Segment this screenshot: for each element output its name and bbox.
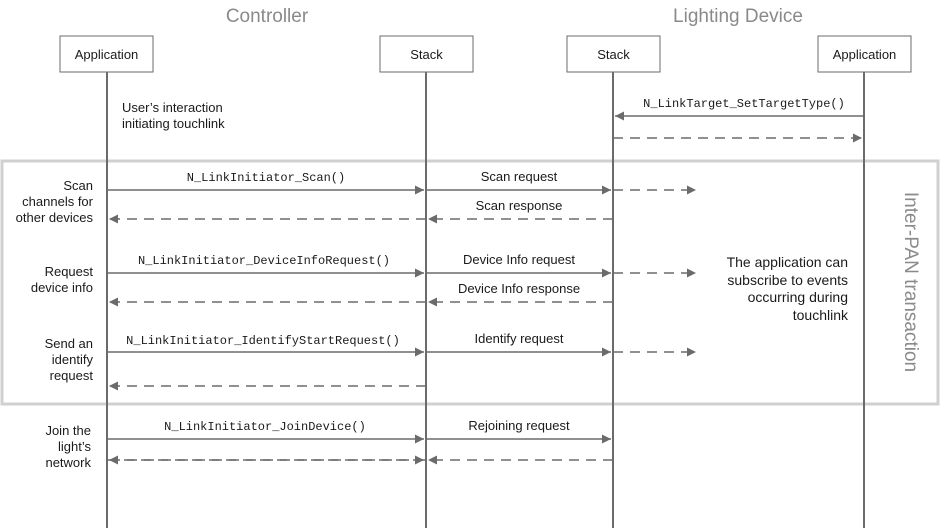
svg-text:Send an: Send an	[45, 336, 93, 351]
participant-controller-application: Application	[59, 35, 154, 73]
svg-text:Application: Application	[75, 47, 139, 62]
message-label-device-info-response: Device Info response	[458, 281, 580, 296]
svg-text:subscribe to events: subscribe to events	[727, 272, 848, 288]
message-label-scan-request: Scan request	[481, 169, 558, 184]
inter-pan-label: Inter-PAN transaction	[900, 192, 921, 372]
message-label-scan-response: Scan response	[476, 198, 563, 213]
message-label-rejoining-request: Rejoining request	[468, 418, 570, 433]
svg-text:Join the: Join the	[45, 423, 91, 438]
controller-group-title: Controller	[226, 6, 309, 27]
participant-device-application: Application	[817, 35, 912, 73]
svg-text:identify: identify	[52, 352, 94, 367]
note-subscribe-events: The application can subscribe to events …	[727, 254, 849, 323]
svg-text:Request: Request	[45, 264, 94, 279]
message-label-device-info-call: N_LinkInitiator_DeviceInfoRequest()	[138, 254, 390, 268]
svg-text:Application: Application	[833, 47, 897, 62]
svg-text:The application can: The application can	[727, 254, 848, 270]
svg-text:other devices: other devices	[16, 210, 94, 225]
svg-text:initiating touchlink: initiating touchlink	[122, 116, 225, 131]
note-user-interaction: User’s interaction initiating touchlink	[122, 100, 225, 131]
message-label-device-info-request: Device Info request	[463, 252, 575, 267]
svg-text:request: request	[50, 368, 94, 383]
step-label-scan: Scan channels for other devices	[16, 178, 94, 225]
svg-text:channels for: channels for	[22, 194, 93, 209]
svg-text:User’s interaction: User’s interaction	[122, 100, 223, 115]
svg-text:touchlink: touchlink	[793, 307, 849, 323]
svg-text:occurring during: occurring during	[748, 289, 848, 305]
svg-text:Scan: Scan	[63, 178, 93, 193]
message-label-join-call: N_LinkInitiator_JoinDevice()	[164, 420, 366, 434]
message-label-identify-call: N_LinkInitiator_IdentifyStartRequest()	[126, 334, 400, 348]
step-label-identify: Send an identify request	[45, 336, 94, 383]
participant-device-stack: Stack	[566, 35, 661, 73]
svg-text:light’s: light’s	[58, 439, 92, 454]
step-label-join: Join the light’s network	[45, 423, 91, 470]
svg-text:Stack: Stack	[597, 47, 630, 62]
svg-text:network: network	[45, 455, 91, 470]
step-label-device-info: Request device info	[31, 264, 94, 295]
lighting-device-group-title: Lighting Device	[673, 6, 803, 27]
svg-text:device info: device info	[31, 280, 93, 295]
svg-text:Stack: Stack	[410, 47, 443, 62]
message-label-identify-request: Identify request	[475, 331, 564, 346]
message-label-set-target-type: N_LinkTarget_SetTargetType()	[643, 97, 845, 111]
message-label-scan-call: N_LinkInitiator_Scan()	[187, 171, 345, 185]
participant-controller-stack: Stack	[379, 35, 474, 73]
inter-pan-region	[0, 159, 940, 406]
